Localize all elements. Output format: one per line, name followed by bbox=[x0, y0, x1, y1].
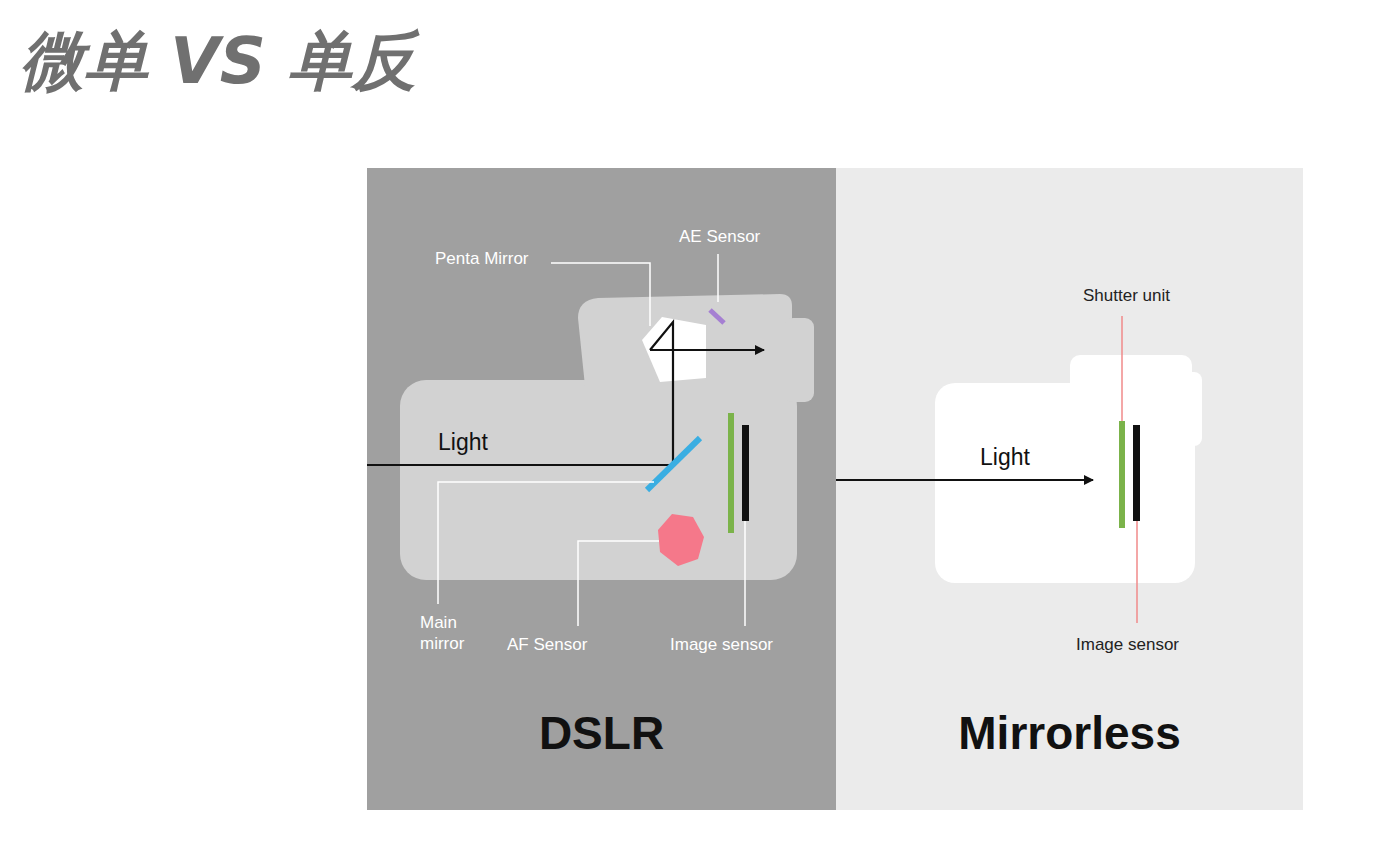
part-label: Image sensor bbox=[1076, 634, 1179, 655]
main-mirror bbox=[647, 438, 700, 490]
shutter-bar bbox=[1119, 421, 1125, 528]
part-label: AE Sensor bbox=[679, 226, 760, 247]
shutter-leader bbox=[1121, 316, 1123, 421]
part-label: Penta Mirror bbox=[435, 248, 529, 269]
image-sensor-bar bbox=[1133, 425, 1140, 521]
part-label: Light bbox=[438, 428, 488, 457]
sensor-leader bbox=[1136, 521, 1138, 623]
panel-heading: DSLR bbox=[367, 706, 836, 760]
light-path bbox=[367, 322, 673, 465]
mirrorless-panel-ground bbox=[836, 168, 1303, 810]
af-sensor bbox=[658, 514, 704, 566]
ae-sensor bbox=[710, 310, 724, 323]
part-label: Light bbox=[980, 443, 1030, 472]
part-label: AF Sensor bbox=[507, 634, 587, 655]
shutter-bar bbox=[728, 413, 734, 533]
image-sensor-bar bbox=[742, 425, 749, 521]
light-arrow bbox=[650, 349, 764, 351]
dslr-panel-ground bbox=[367, 168, 836, 810]
page-title: 微单 VS 单反 bbox=[20, 18, 416, 105]
mirrorless-body bbox=[935, 355, 1202, 583]
light-arrow bbox=[836, 479, 1093, 481]
part-label: Image sensor bbox=[670, 634, 773, 655]
leader-lines bbox=[438, 254, 745, 626]
dslr-body bbox=[400, 294, 814, 580]
part-label: Shutter unit bbox=[1083, 285, 1170, 306]
panel-heading: Mirrorless bbox=[836, 706, 1303, 760]
camera-panel: Mirrorless bbox=[836, 168, 1303, 810]
part-label: Main mirror bbox=[420, 612, 476, 655]
